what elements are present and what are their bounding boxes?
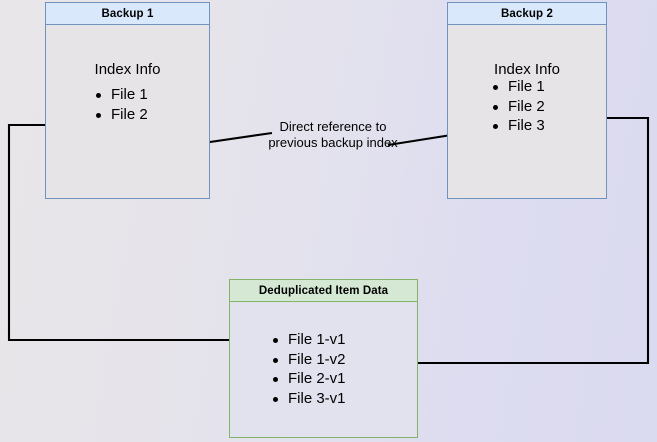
node-deduplicated-item-data-body: File 1-v1 File 1-v2 File 2-v1 File 3-v1 <box>230 302 417 437</box>
edge-label-line-1: Direct reference to <box>279 119 387 134</box>
list-item: File 1-v1 <box>273 330 346 350</box>
node-deduplicated-item-data[interactable]: Deduplicated Item Data File 1-v1 File 1-… <box>229 279 418 438</box>
node-backup-2-subtitle: Index Info <box>494 61 560 78</box>
node-backup-2-header: Backup 2 <box>448 3 606 25</box>
node-deduplicated-item-data-file-list: File 1-v1 File 1-v2 File 2-v1 File 3-v1 <box>273 330 346 408</box>
node-backup-1[interactable]: Backup 1 Index Info File 1 File 2 <box>45 2 210 199</box>
list-item: File 2 <box>96 105 148 125</box>
node-backup-2-body: Index Info File 1 File 2 File 3 <box>448 25 606 198</box>
list-item: File 3-v1 <box>273 389 346 409</box>
list-item: File 1 <box>96 85 148 105</box>
node-backup-2-file-list: File 1 File 2 File 3 <box>493 77 545 136</box>
list-item: File 1 <box>493 77 545 97</box>
node-backup-2[interactable]: Backup 2 Index Info File 1 File 2 File 3 <box>447 2 607 199</box>
edge-label-line-2: previous backup index <box>268 135 398 150</box>
node-deduplicated-item-data-header: Deduplicated Item Data <box>230 280 417 302</box>
list-item: File 1-v2 <box>273 350 346 370</box>
list-item: File 3 <box>493 116 545 136</box>
node-backup-1-body: Index Info File 1 File 2 <box>46 25 209 198</box>
edge-label-direct-reference: Direct reference to previous backup inde… <box>243 119 423 151</box>
node-backup-1-file-list: File 1 File 2 <box>96 85 148 124</box>
list-item: File 2-v1 <box>273 369 346 389</box>
node-backup-1-subtitle: Index Info <box>94 61 161 78</box>
node-backup-1-header: Backup 1 <box>46 3 209 25</box>
list-item: File 2 <box>493 97 545 117</box>
